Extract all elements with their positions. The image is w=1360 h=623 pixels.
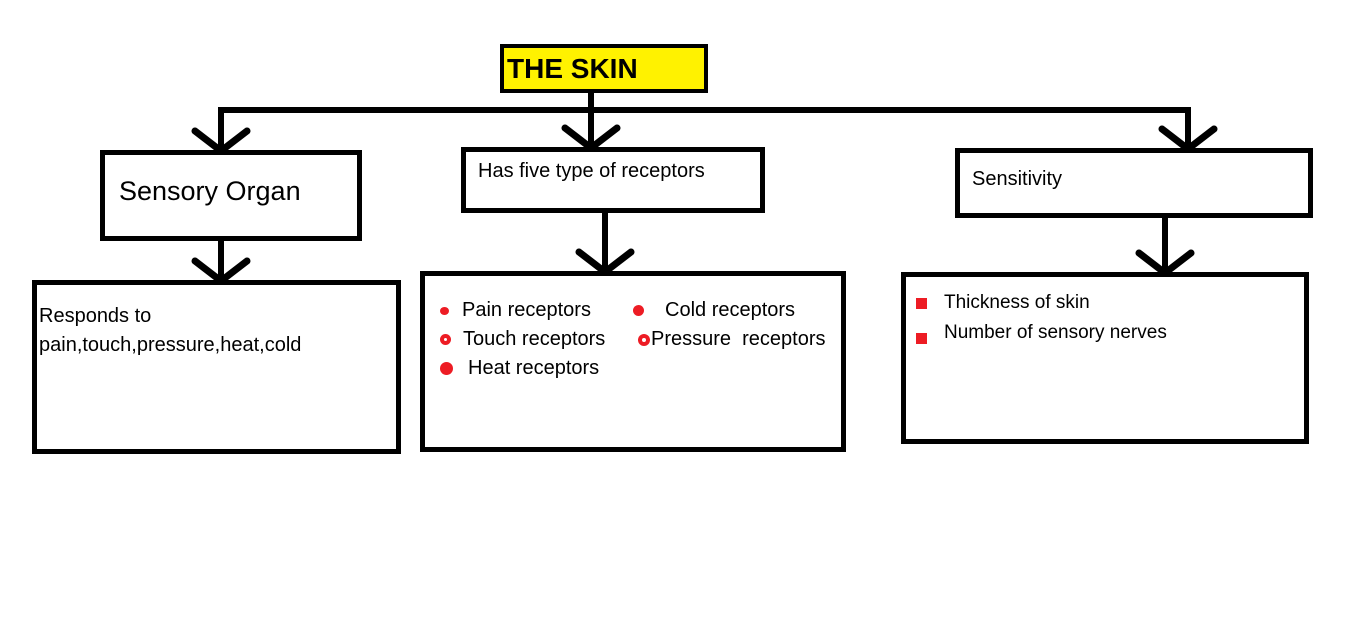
detail-node-sensitivity-factors: Thickness of skin Number of sensory nerv… [901,272,1309,444]
sensitivity-factor-label: Thickness of skin [944,292,1090,313]
bullet-ring-icon [440,334,451,345]
receptor-label: Cold receptors [665,299,796,321]
receptor-label: Pain receptors [462,299,591,321]
receptor-label: Heat receptors [468,357,600,379]
list-item: Number of sensory nerves [916,318,1304,348]
responds-line-2: pain,touch,pressure,heat,cold [39,334,302,356]
responds-line-1: Responds to [39,305,152,327]
list-item: Touch receptors [440,325,633,354]
branch-label: Sensory Organ [119,176,301,206]
receptor-row: Touch receptors Pressure receptors [440,325,841,354]
receptor-row: Pain receptors Cold receptors [440,296,841,325]
detail-node-responds: Responds to pain,touch,pressure,heat,col… [32,280,401,454]
bullet-circle-icon [440,306,449,315]
bullet-ring-icon [638,333,650,346]
list-item: Pressure receptors [633,325,826,354]
list-item: Heat receptors [440,354,633,383]
root-node-label: THE SKIN [507,52,638,84]
list-item: Thickness of skin [916,288,1304,318]
bullet-square-icon [916,297,927,309]
receptor-label: Pressure receptors [651,328,826,350]
list-item: Pain receptors [440,296,633,325]
bullet-square-icon [916,332,927,344]
sensitivity-factor-label: Number of sensory nerves [944,322,1167,343]
branch-label: Has five type of receptors [478,160,705,182]
root-node-the-skin: THE SKIN [500,44,708,93]
bullet-circle-icon [633,305,644,316]
branch-label: Sensitivity [972,168,1063,190]
branch-node-sensory-organ: Sensory Organ [100,150,362,241]
branch-node-sensitivity: Sensitivity [955,148,1313,218]
receptor-label: Touch receptors [463,328,606,350]
bullet-circle-icon [440,362,453,375]
branch-node-receptors: Has five type of receptors [461,147,765,213]
list-item: Cold receptors [633,296,795,325]
detail-node-receptor-types: Pain receptors Cold receptors Touch rece… [420,271,846,452]
receptor-row: Heat receptors [440,354,841,383]
